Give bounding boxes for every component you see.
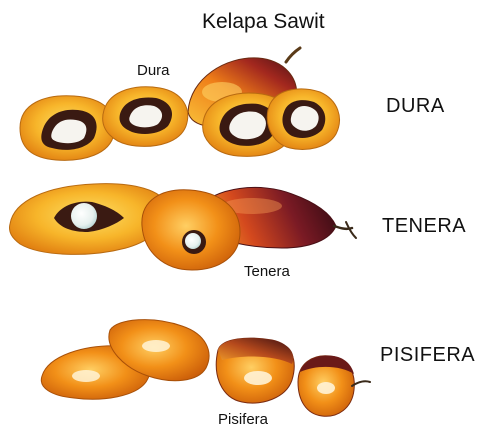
dura-slice-1 (20, 96, 115, 161)
pisifera-slice-round (298, 356, 370, 417)
diagram-title: Kelapa Sawit (202, 10, 325, 34)
tenera-caption: Tenera (244, 263, 290, 280)
dura-slice-2 (103, 87, 188, 147)
pisifera-caption: Pisifera (218, 411, 268, 428)
dura-label: DURA (386, 95, 445, 118)
dura-fruits (20, 48, 339, 160)
tenera-fruits (9, 184, 356, 270)
dura-caption: Dura (137, 62, 170, 79)
pisifera-fruits (41, 320, 370, 417)
pisifera-label: PISIFERA (380, 344, 475, 367)
tenera-slice-round (142, 190, 240, 270)
tenera-label: TENERA (382, 215, 466, 238)
pisifera-half-fruit (216, 338, 294, 403)
dura-slice-4 (267, 89, 339, 150)
